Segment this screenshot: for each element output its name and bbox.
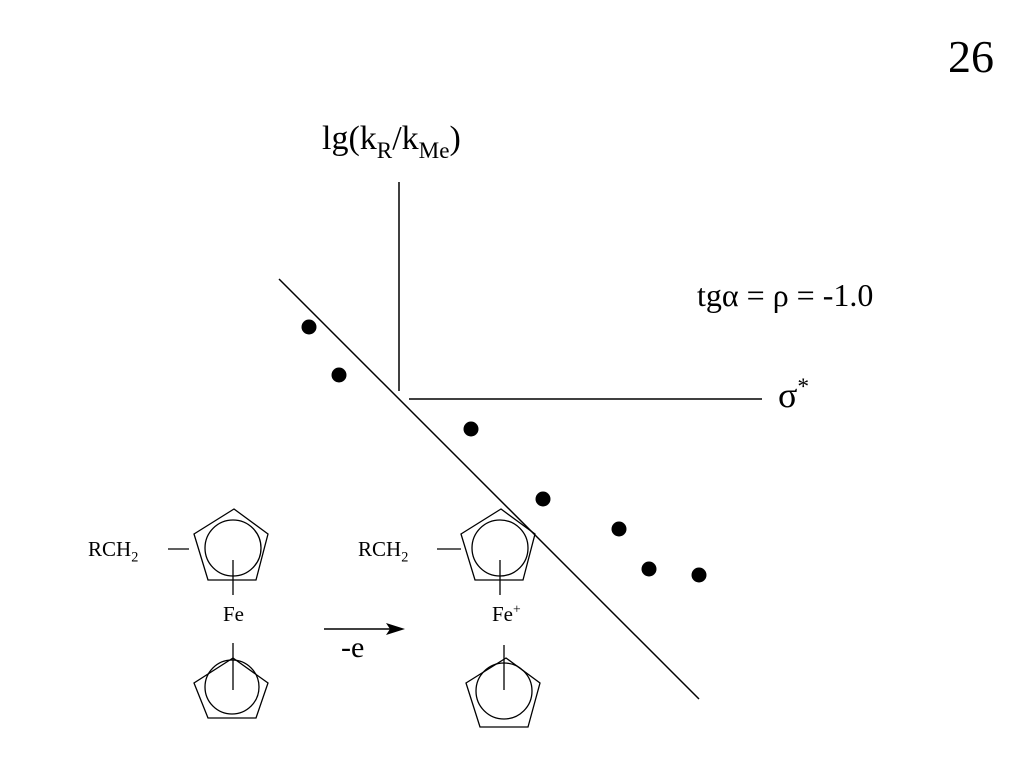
reactant-iron-label: Fe [223,602,244,626]
upper-cyclopentadienyl-ring [193,508,269,581]
y-label-mid: /k [392,120,419,157]
slope-annotation: tgα = ρ = -1.0 [697,277,874,313]
regression-line [278,278,700,700]
x-label-main: σ [778,375,798,415]
reactant-rch-subscript: 2 [131,549,139,566]
reactant-substituent-label: RCH2 [88,537,138,565]
data-point [331,367,347,383]
data-point [463,421,479,437]
lower-cyclopentadienyl-ring [193,657,269,719]
product-rch-text: RCH [358,537,402,561]
product-iron-label: Fe+ [492,601,521,626]
reaction-arrow [324,623,405,635]
y-label-end: ) [449,120,461,157]
data-point [641,561,657,577]
x-axis-label: σ* [778,374,810,416]
x-label-star: * [797,374,810,401]
product-fe-text: Fe [492,602,513,626]
product-charge: + [513,601,521,617]
chart-plot-area [278,182,762,700]
y-label-main: lg(k [322,120,377,157]
data-point [611,521,627,537]
reactant-ferrocene [168,508,269,719]
slide-number: 26 [948,31,994,82]
product-upper-ring [460,508,536,581]
product-lower-ring [465,657,541,728]
lower-ring-aromatic-circle [204,659,260,715]
data-point [301,319,317,335]
data-point [691,567,707,583]
product-lower-ring-circle [475,662,533,720]
arrow-head [386,623,405,635]
product-rch-subscript: 2 [401,549,409,566]
y-axis-label: lg(kR/kMe) [322,120,461,162]
electron-loss-label: -e [341,631,365,664]
data-point [535,491,551,507]
reactant-rch-text: RCH [88,537,132,561]
product-ferricenium [437,508,541,728]
y-label-sub-r: R [376,137,393,164]
product-substituent-label: RCH2 [358,537,408,565]
y-label-sub-me: Me [418,137,450,164]
